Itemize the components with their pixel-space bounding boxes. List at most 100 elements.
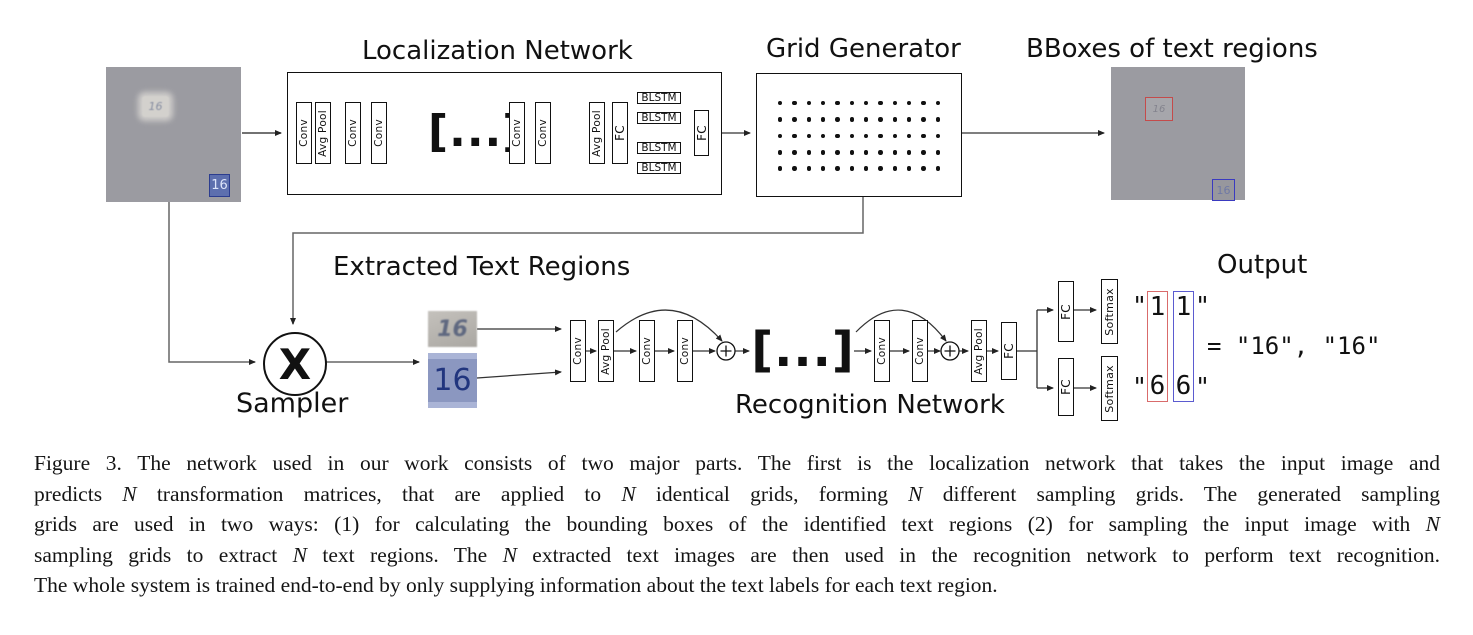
sign-text: 16 <box>437 316 468 342</box>
quote-mark: " <box>1195 372 1211 401</box>
grid-dot <box>892 133 898 139</box>
caption-line: The whole system is trained end-to-end b… <box>34 573 998 598</box>
add-icon <box>716 341 736 361</box>
conv-block: Conv <box>345 102 361 164</box>
caption-line: predicts N transformation matrices, that… <box>34 481 1441 506</box>
grid-dot <box>906 133 912 139</box>
grid-dot <box>849 150 855 155</box>
quote-mark: " <box>1132 372 1148 401</box>
grid-dot <box>777 100 783 106</box>
grid-dot <box>921 133 926 139</box>
quote-mark: " <box>1195 291 1211 320</box>
avg-pool-block: Avg Pool <box>589 102 605 164</box>
grid-dot <box>863 150 869 155</box>
grid-dot <box>906 166 912 172</box>
conv-block: Conv <box>535 102 551 164</box>
grid-generator-box <box>756 73 962 197</box>
grid-dot <box>820 166 826 172</box>
output-digit: 1 <box>1175 292 1192 322</box>
caption-line: grids are used in two ways: (1) for calc… <box>34 512 1440 537</box>
caption-line: Figure 3. The network used in our work c… <box>34 451 1440 475</box>
grid-dot <box>835 133 840 139</box>
fc-block: FC <box>612 102 628 164</box>
quote-mark: " <box>1132 291 1148 320</box>
grid-dot <box>863 117 869 122</box>
softmax-block: Softmax <box>1101 356 1118 421</box>
grid-dot <box>935 150 941 155</box>
recognition-network-title: Recognition Network <box>735 390 1005 420</box>
conv-block: Conv <box>371 102 387 164</box>
grid-dot <box>863 166 869 172</box>
grid-dot <box>906 150 912 155</box>
grid-dot <box>892 117 898 122</box>
input-image-text-blob: 16 <box>142 96 169 117</box>
red-bbox: 16 <box>1145 97 1173 121</box>
localization-network-title: Localization Network <box>362 36 633 66</box>
avg-pool-block: Avg Pool <box>971 320 987 382</box>
output-digit: 6 <box>1175 371 1192 401</box>
grid-dot <box>849 166 855 172</box>
sampler-label: Sampler <box>236 388 349 419</box>
conv-block: Conv <box>570 320 586 382</box>
blstm-block: BLSTM <box>637 142 681 154</box>
blstm-block: BLSTM <box>637 112 681 124</box>
grid-dot <box>777 133 783 139</box>
grid-dot <box>806 117 812 122</box>
fc-block: FC <box>1001 322 1017 380</box>
grid-dot <box>892 100 898 106</box>
grid-dot <box>863 133 869 139</box>
blue-bbox: 16 <box>1212 179 1235 201</box>
output-digit: 6 <box>1149 371 1166 401</box>
grid-dot <box>835 166 840 172</box>
grid-dot <box>777 150 783 155</box>
grid-dot <box>921 150 926 155</box>
grid-dot <box>806 100 812 106</box>
conv-block: Conv <box>509 102 525 164</box>
sampling-grid-dots <box>773 95 945 177</box>
grid-dot <box>820 117 826 122</box>
ellipsis-blocks: [...] <box>751 322 855 378</box>
grid-dot <box>806 150 812 155</box>
ellipsis-blocks: [...] <box>428 106 524 157</box>
conv-block: Conv <box>639 320 655 382</box>
output-digit: 1 <box>1149 292 1166 322</box>
multiply-icon: X <box>278 339 312 389</box>
grid-dot <box>921 100 926 106</box>
grid-dot <box>921 117 926 122</box>
grid-dot <box>792 133 797 139</box>
output-title: Output <box>1217 250 1308 280</box>
grid-dot <box>935 133 941 139</box>
grid-dot <box>849 100 855 106</box>
output-red-box <box>1147 291 1168 402</box>
extracted-region-1: 16 <box>428 311 477 347</box>
grid-dot <box>892 166 898 172</box>
sign-text: 16 <box>1152 103 1166 115</box>
grid-dot <box>820 100 826 106</box>
output-equals-text: = "16", "16" <box>1207 332 1381 360</box>
grid-dot <box>835 150 840 155</box>
softmax-block: Softmax <box>1101 279 1118 344</box>
sampler-node: X <box>263 332 327 396</box>
grid-dot <box>935 100 941 106</box>
avg-pool-block: Avg Pool <box>598 320 614 382</box>
bboxes-title: BBoxes of text regions <box>1026 34 1318 64</box>
grid-dot <box>878 150 883 155</box>
sign-text: 16 <box>211 178 228 193</box>
fc-block: FC <box>1058 281 1074 342</box>
grid-dot <box>806 133 812 139</box>
grid-dot <box>792 100 797 106</box>
blstm-block: BLSTM <box>637 162 681 174</box>
grid-dot <box>906 117 912 122</box>
grid-dot <box>777 166 783 172</box>
output-blue-box <box>1173 291 1194 402</box>
grid-dot <box>820 133 826 139</box>
sign-text: 16 <box>1216 183 1231 197</box>
blstm-block: BLSTM <box>637 92 681 104</box>
bboxes-image: 16 16 <box>1111 67 1245 201</box>
fc-block: FC <box>694 110 709 156</box>
grid-dot <box>935 166 941 172</box>
avg-pool-block: Avg Pool <box>315 102 331 164</box>
grid-dot <box>792 166 797 172</box>
grid-dot <box>806 166 812 172</box>
